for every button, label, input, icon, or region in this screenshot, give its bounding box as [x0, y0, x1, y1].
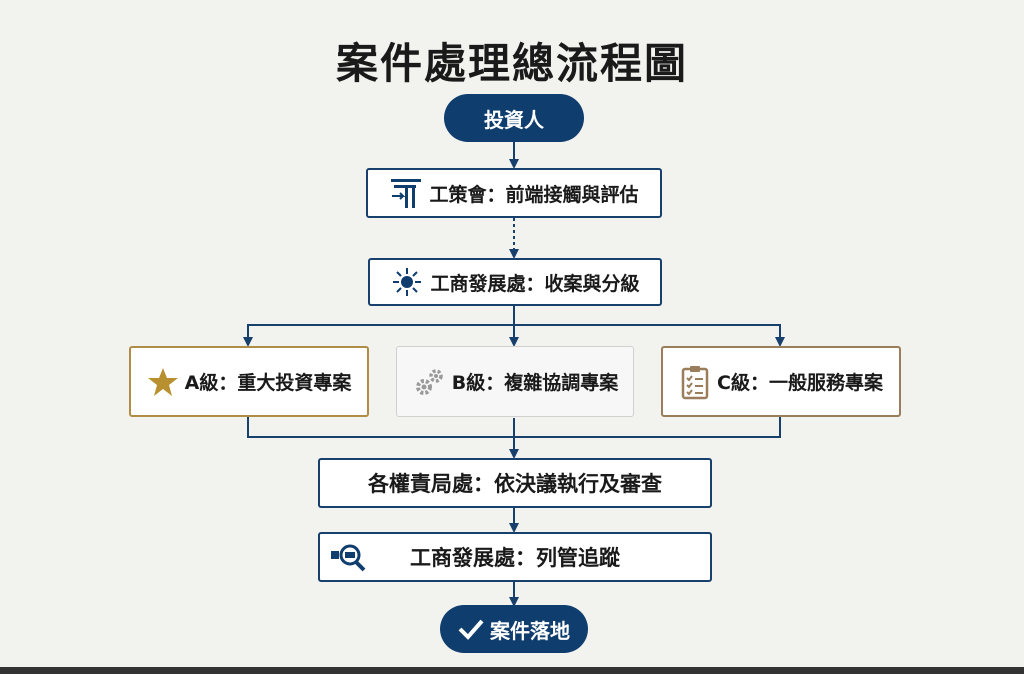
- landing-label: 案件落地: [490, 618, 570, 643]
- tracking-node: 工商發展處：列管追蹤: [318, 532, 712, 582]
- bureau-node: 工策會：前端接觸與評估: [366, 168, 662, 218]
- idb-intake-node: 工商發展處：收案與分級: [368, 258, 662, 306]
- split-line: [247, 324, 781, 342]
- grade-b-node: B級：複雜協調專案: [396, 346, 634, 417]
- idb-intake-label: 工商發展處：收案與分級: [430, 272, 640, 295]
- clipboard-checklist-icon: [679, 364, 711, 400]
- building-icon: [389, 176, 423, 210]
- grade-c-label: C級：一般服務專案: [717, 372, 883, 394]
- bureau-label: 工策會：前端接觸與評估: [429, 183, 639, 206]
- network-hub-icon: [390, 265, 424, 299]
- grade-c-node: C級：一般服務專案: [661, 346, 901, 417]
- landing-node: 案件落地: [440, 605, 588, 653]
- grade-a-label: A級：重大投資專案: [184, 372, 352, 394]
- tracking-label: 工商發展處：列管追蹤: [410, 546, 620, 570]
- agencies-node: 各權責局處：依決議執行及審查: [318, 458, 712, 508]
- checkmark-icon: [458, 618, 484, 640]
- grade-a-node: A級：重大投資專案: [129, 346, 369, 417]
- investor-label: 投資人: [484, 107, 544, 132]
- gears-icon: [412, 365, 446, 399]
- bottom-border: [0, 667, 1024, 674]
- investor-node: 投資人: [444, 94, 584, 142]
- star-icon: [147, 366, 179, 398]
- agencies-label: 各權責局處：依決議執行及審查: [368, 472, 662, 496]
- magnifier-icon: [330, 541, 370, 573]
- page-title: 案件處理總流程圖: [335, 39, 688, 88]
- grade-b-label: B級：複雜協調專案: [451, 372, 619, 394]
